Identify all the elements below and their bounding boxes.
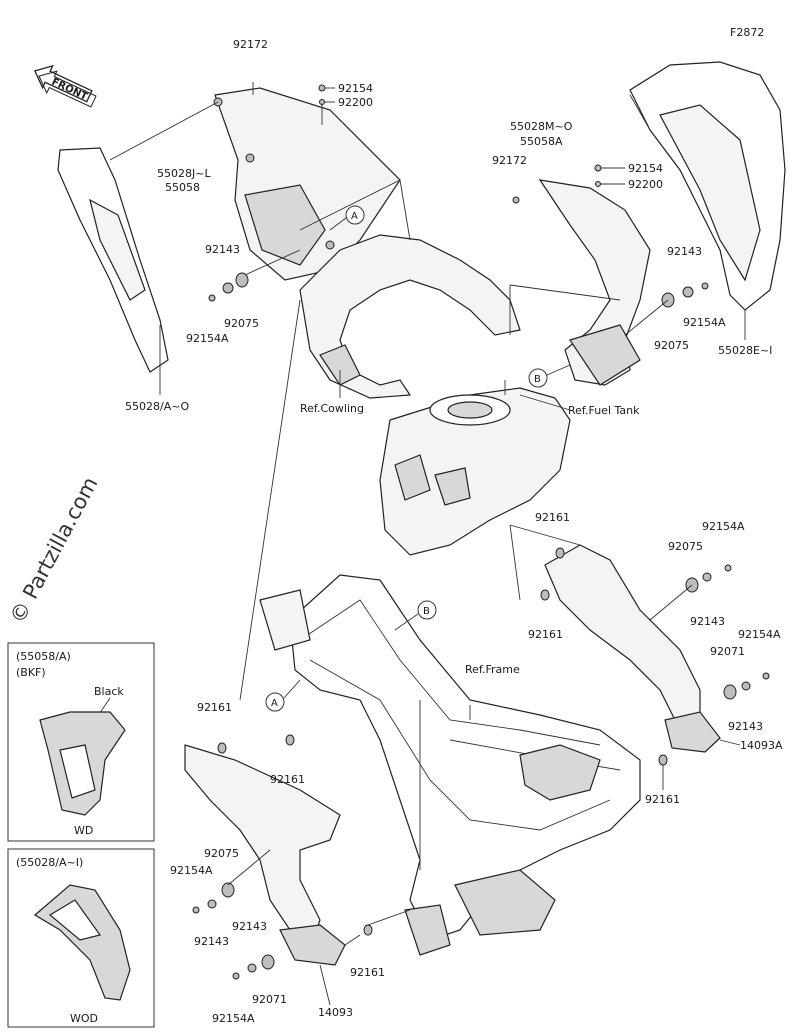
- bolt-92154A-r2-icon: [762, 672, 770, 680]
- part-label-55028ei: 55028E~I: [718, 344, 772, 357]
- part-label-92161-r3: 92161: [645, 793, 680, 806]
- washer-92200-right-icon: [595, 181, 625, 187]
- part-label-14093: 14093: [318, 1006, 353, 1019]
- collar-92161-r2-icon: [540, 589, 550, 601]
- callout-b-lower: [417, 600, 437, 620]
- ref-frame-part: [259, 574, 641, 956]
- part-label-92200-right: 92200: [628, 178, 663, 191]
- grommet-92075-ul-icon: [235, 272, 249, 288]
- collar-92143-ur-icon: [682, 286, 694, 298]
- collar-92143-ul-icon: [222, 282, 234, 294]
- collar-92161-l3-icon: [363, 924, 373, 936]
- part-label-92161-l3: 92161: [350, 966, 385, 979]
- part-label-92154a-ul: 92154A: [186, 332, 229, 345]
- collar-92161-r3-icon: [658, 754, 668, 766]
- bolt-92154A-ll2-icon: [232, 972, 240, 980]
- collar-92143-r2-icon: [741, 681, 751, 691]
- left-inner-cover: [213, 87, 401, 281]
- callout-a-upper: [345, 205, 365, 225]
- watermark: © Partzilla.com: [5, 473, 102, 627]
- part-label-92200-top: 92200: [338, 96, 373, 109]
- grommet-92071-ll-icon: [261, 954, 275, 970]
- part-label-92143-r1: 92143: [690, 615, 725, 628]
- ref-fuel-tank-part: [379, 387, 571, 556]
- callout-b-upper-label: B: [534, 374, 541, 385]
- bolt-92154A-ul-icon: [208, 294, 216, 302]
- front-arrow-icon: FRONT: [34, 64, 97, 108]
- part-label-92161-r1: 92161: [535, 511, 570, 524]
- part-label-92143-ll2: 92143: [194, 935, 229, 948]
- inset-bottom-shroud-image: [33, 884, 131, 1001]
- part-label-92161-r2: 92161: [528, 628, 563, 641]
- bolt-92154A-ll-icon: [192, 906, 200, 914]
- right-lower-shroud: [544, 544, 721, 753]
- washer-92200-icon: [319, 99, 335, 105]
- part-label-92154a-ll: 92154A: [170, 864, 213, 877]
- inset-top-color-label: Black: [94, 685, 124, 698]
- bolt-92154-right-icon: [594, 164, 625, 172]
- left-outer-shroud: [57, 147, 169, 373]
- part-label-92154a-r2: 92154A: [738, 628, 781, 641]
- part-label-55028mo: 55028M~O: [510, 120, 573, 133]
- part-label-55058a: 55058A: [520, 135, 563, 148]
- collar-92161-l2-icon: [285, 734, 295, 746]
- grommet-92075-ll-icon: [221, 882, 235, 898]
- part-label-92161-l2: 92161: [270, 773, 305, 786]
- part-label-92154a-ur: 92154A: [683, 316, 726, 329]
- figure-code: F2872: [730, 26, 764, 39]
- left-lower-shroud: [184, 744, 346, 966]
- grommet-92071-r-icon: [723, 684, 737, 700]
- collar-92161-l1-icon: [217, 742, 227, 754]
- right-inner-cover: [538, 179, 651, 386]
- collar-92143-r1-icon: [702, 572, 712, 582]
- callout-b-lower-label: B: [423, 606, 430, 617]
- part-label-92154a-ll2: 92154A: [212, 1012, 255, 1025]
- right-outer-shroud: [629, 61, 786, 311]
- part-label-92172-left: 92172: [233, 38, 268, 51]
- collar-92143-ll-icon: [207, 899, 217, 909]
- callout-a-lower: [265, 692, 285, 712]
- collar-92143-ll2-icon: [247, 963, 257, 973]
- callout-b-upper: [528, 368, 548, 388]
- inset-top-footer: WD: [74, 824, 93, 837]
- part-label-92161-l1: 92161: [197, 701, 232, 714]
- bolt-92154A-r1-icon: [724, 564, 732, 572]
- part-label-92154-right: 92154: [628, 162, 663, 175]
- ref-cowling-part: [299, 234, 521, 399]
- inset-bottom-footer: WOD: [70, 1012, 98, 1025]
- part-label-92071-r: 92071: [710, 645, 745, 658]
- ref-frame-label: Ref.Frame: [465, 663, 520, 676]
- ref-fuel-tank-label: Ref.Fuel Tank: [568, 404, 640, 417]
- part-label-92172-right: 92172: [492, 154, 527, 167]
- part-label-55028ao: 55028/A~O: [125, 400, 189, 413]
- part-label-14093a: 14093A: [740, 739, 783, 752]
- part-label-92154-top: 92154: [338, 82, 373, 95]
- inset-top-subtitle: (BKF): [16, 666, 46, 679]
- collar-92161-r1-icon: [555, 547, 565, 559]
- part-label-92075-ul: 92075: [224, 317, 259, 330]
- part-label-92071-ll: 92071: [252, 993, 287, 1006]
- part-label-92143-ul: 92143: [205, 243, 240, 256]
- inset-bottom-title: (55028/A~I): [16, 856, 83, 869]
- callout-a-upper-label: A: [351, 211, 358, 222]
- bolt-92154-icon: [318, 84, 335, 92]
- part-label-92143-r2: 92143: [728, 720, 763, 733]
- part-label-55058: 55058: [165, 181, 200, 194]
- part-label-92154a-r1: 92154A: [702, 520, 745, 533]
- part-label-92143-ur: 92143: [667, 245, 702, 258]
- part-label-55028jl: 55028J~L: [157, 167, 211, 180]
- part-label-92075-r: 92075: [668, 540, 703, 553]
- inset-top-title: (55058/A): [16, 650, 71, 663]
- part-label-92075-ur: 92075: [654, 339, 689, 352]
- bolt-92154A-ur-icon: [701, 282, 709, 290]
- part-label-92143-ll1: 92143: [232, 920, 267, 933]
- ref-cowling-label: Ref.Cowling: [300, 402, 364, 415]
- callout-a-lower-label: A: [271, 698, 278, 709]
- inset-top-cover-image: [39, 711, 126, 816]
- bolt-92172-right-icon: [512, 196, 520, 204]
- part-label-92075-ll: 92075: [204, 847, 239, 860]
